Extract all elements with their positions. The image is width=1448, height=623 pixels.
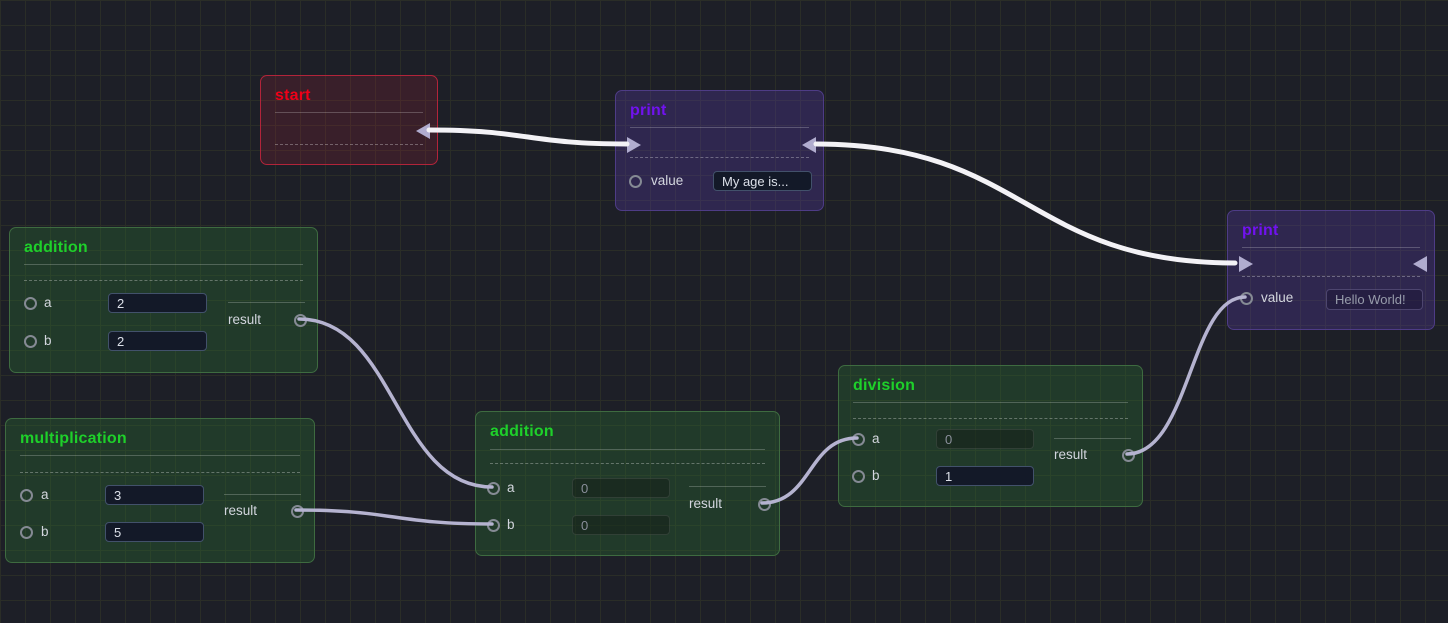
output-divider (224, 494, 301, 495)
wire-print1-to-print2[interactable] (813, 141, 1238, 266)
output-socket-result[interactable] (758, 498, 771, 511)
wire-addition2-result-to-division-a[interactable] (760, 436, 859, 505)
input-label-a: a (872, 431, 880, 446)
input-label-a: a (44, 295, 52, 310)
input-label-b: b (41, 524, 49, 539)
section-divider-dashed (275, 144, 423, 145)
input-label-b: b (44, 333, 52, 348)
input-socket-value[interactable] (629, 175, 642, 188)
node-print-2[interactable]: print value (1227, 210, 1435, 330)
node-division[interactable]: division a b result (838, 365, 1143, 507)
input-label-b: b (872, 468, 880, 483)
section-divider-dashed (630, 157, 809, 158)
node-title: print (630, 102, 667, 119)
node-addition-2[interactable]: addition a b result (475, 411, 780, 556)
node-title: print (1242, 222, 1279, 239)
section-divider-dashed (20, 472, 300, 473)
section-divider-dashed (490, 463, 765, 464)
node-title: addition (490, 423, 554, 440)
input-label-value: value (651, 173, 684, 188)
input-socket-b[interactable] (20, 526, 33, 539)
node-title: start (275, 87, 311, 104)
output-divider (1054, 438, 1131, 439)
output-divider (228, 302, 305, 303)
input-field-a[interactable] (572, 478, 670, 498)
node-title: division (853, 377, 916, 394)
node-multiplication[interactable]: multiplication a b result (5, 418, 315, 563)
input-field-a[interactable] (108, 293, 207, 313)
node-start[interactable]: start (260, 75, 438, 165)
value-text-field[interactable] (713, 171, 812, 191)
input-socket-b[interactable] (24, 335, 37, 348)
input-field-b[interactable] (572, 515, 670, 535)
wire-division-result-to-print2-value[interactable] (1125, 295, 1247, 456)
output-label-result: result (228, 312, 262, 327)
title-divider (24, 264, 303, 265)
node-addition-1[interactable]: addition a b result (9, 227, 318, 373)
input-field-b[interactable] (108, 331, 207, 351)
input-field-a[interactable] (936, 429, 1034, 449)
title-divider (1242, 247, 1420, 248)
wire-start-to-print1[interactable] (426, 127, 630, 147)
input-field-b[interactable] (105, 522, 204, 542)
input-socket-b[interactable] (852, 470, 865, 483)
flow-port-left-arrow-icon[interactable] (1239, 256, 1253, 272)
flow-port-right-arrow-icon[interactable] (802, 137, 816, 153)
node-title: multiplication (20, 430, 127, 447)
node-title: addition (24, 239, 88, 256)
title-divider (20, 455, 300, 456)
title-divider (630, 127, 809, 128)
output-socket-result[interactable] (1122, 449, 1135, 462)
title-divider (853, 402, 1128, 403)
section-divider-dashed (853, 418, 1128, 419)
output-divider (689, 486, 766, 487)
wire-multiplication-result-to-addition2-b[interactable] (294, 508, 494, 526)
input-field-a[interactable] (105, 485, 204, 505)
output-label-result: result (689, 496, 723, 511)
input-label-b: b (507, 517, 515, 532)
flow-port-left-arrow-icon[interactable] (627, 137, 641, 153)
input-label-a: a (507, 480, 515, 495)
section-divider-dashed (1242, 276, 1420, 277)
input-socket-a[interactable] (24, 297, 37, 310)
output-label-result: result (224, 503, 258, 518)
flow-port-right-arrow-icon[interactable] (416, 123, 430, 139)
node-print-1[interactable]: print value (615, 90, 824, 211)
flow-port-right-arrow-icon[interactable] (1413, 256, 1427, 272)
value-text-field[interactable] (1326, 289, 1423, 310)
wire-addition1-result-to-addition2-a[interactable] (297, 317, 494, 489)
input-field-b[interactable] (936, 466, 1034, 486)
input-label-a: a (41, 487, 49, 502)
input-socket-a[interactable] (20, 489, 33, 502)
section-divider-dashed (24, 280, 303, 281)
title-divider (490, 449, 765, 450)
input-label-value: value (1261, 290, 1294, 305)
title-divider (275, 112, 423, 113)
output-label-result: result (1054, 447, 1088, 462)
